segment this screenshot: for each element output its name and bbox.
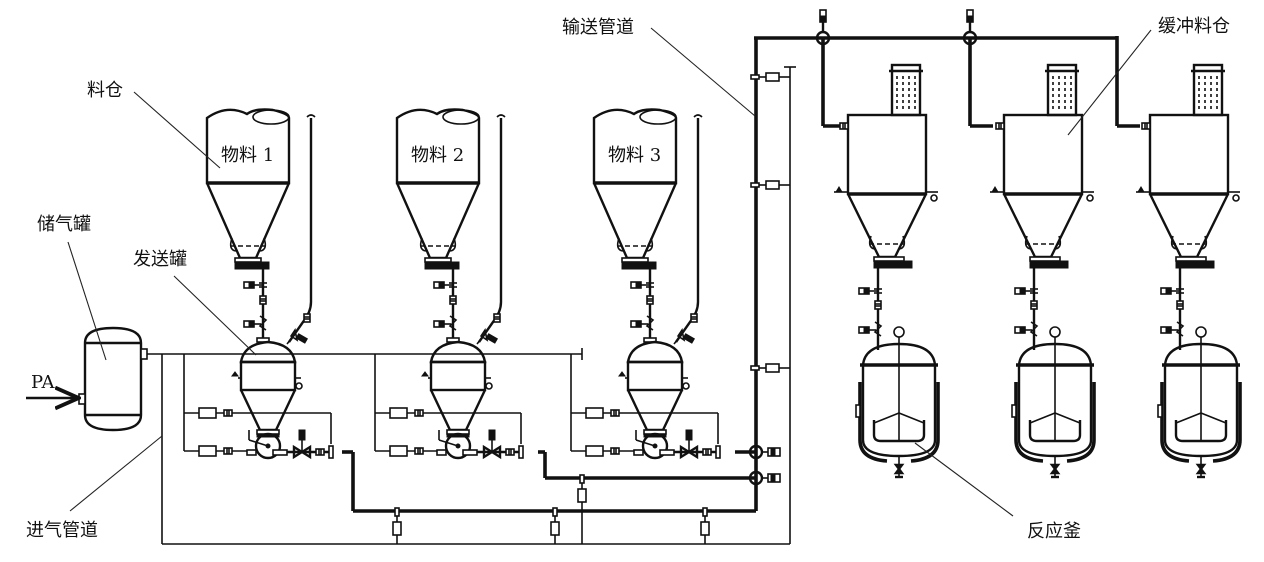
buffer-reactor-unit-3 xyxy=(1136,63,1242,479)
feed-line xyxy=(433,269,460,343)
conveying-pipe-label: 输送管道 xyxy=(562,17,634,38)
reactor-feed-line xyxy=(1014,268,1039,350)
leader-lines xyxy=(67,27,1152,517)
air-source-label: PA xyxy=(31,372,55,393)
intake-pipe-network xyxy=(147,66,796,545)
vent-valve xyxy=(286,313,311,345)
vent-return-line xyxy=(478,114,506,343)
reactor-label: 反应釜 xyxy=(1027,521,1081,542)
transmitter-tank xyxy=(618,340,690,460)
diverter-valve-2 xyxy=(962,9,978,46)
buffer-bin-label: 缓冲料仓 xyxy=(1158,16,1230,37)
transmitter-tank xyxy=(421,340,493,460)
transmitter-tank xyxy=(231,340,303,460)
intake-pipe-label: 进气管道 xyxy=(26,520,98,541)
buffer-reactor-unit-2 xyxy=(990,63,1096,479)
bottom-boosters xyxy=(392,474,710,544)
conveying-pipe-network xyxy=(342,36,1140,513)
silo: 物料 2 xyxy=(395,108,481,270)
material-unit-1: 物料 1 xyxy=(184,108,334,460)
gas-tank-label: 储气罐 xyxy=(37,214,91,235)
discharge-line xyxy=(477,429,524,460)
reactor xyxy=(855,326,940,479)
transmitter-label: 发送罐 xyxy=(133,249,187,270)
feed-line xyxy=(243,269,270,343)
vent-valve xyxy=(673,313,698,345)
buffer-bin xyxy=(990,63,1094,269)
material-label: 物料 3 xyxy=(608,145,661,166)
silo: 物料 3 xyxy=(592,108,678,270)
booster-valves xyxy=(750,72,790,373)
reactor-feed-line xyxy=(1160,268,1185,350)
vent-return-line xyxy=(288,114,316,343)
vent-valve xyxy=(476,313,501,345)
intake-branches xyxy=(184,407,332,457)
material-label: 物料 1 xyxy=(221,145,274,166)
material-label: 物料 2 xyxy=(411,145,464,166)
material-unit-3: 物料 3 xyxy=(571,108,721,460)
intake-branches xyxy=(571,407,719,457)
feed-line xyxy=(630,269,657,343)
buffer-bin xyxy=(1136,63,1240,269)
reactor-feed-line xyxy=(858,268,883,350)
material-unit-2: 物料 2 xyxy=(375,108,524,460)
silo: 物料 1 xyxy=(205,108,291,270)
silo-label: 料仓 xyxy=(87,80,123,101)
vent-return-line xyxy=(675,114,703,343)
junction-valves xyxy=(748,444,781,486)
discharge-line xyxy=(287,429,334,460)
reactor xyxy=(1011,326,1096,479)
buffer-bin xyxy=(834,63,938,269)
buffer-reactor-unit-1 xyxy=(834,63,940,479)
discharge-line xyxy=(674,429,721,460)
diverter-valve-1 xyxy=(815,9,831,46)
intake-branches xyxy=(375,407,522,457)
reactor xyxy=(1157,326,1242,479)
gas-storage-tank xyxy=(78,326,148,432)
